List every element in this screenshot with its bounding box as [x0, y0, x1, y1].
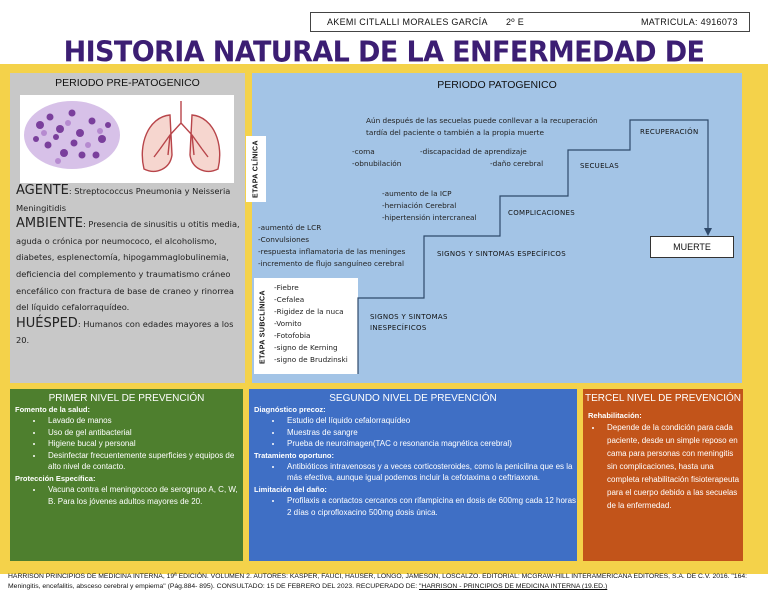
specific-label: SIGNOS Y SINTOMAS ESPECÍFICOS [437, 250, 566, 258]
symptom-item: -respuesta inflamatoria de las meninges [258, 247, 406, 256]
symptom-item: -aumentó de LCR [258, 223, 322, 232]
limitation-label: Limitación del daño: [254, 484, 327, 494]
sequela-item: -coma [352, 147, 375, 156]
pre-pathogenic-text: AGENTE: Streptococcus Pneumonia y Neisse… [16, 183, 242, 349]
treatment-label: Tratamiento oportuno: [254, 450, 334, 460]
second-prevention-panel: SEGUNDO NIVEL DE PREVENCIÓN Diagnóstico … [249, 389, 577, 561]
student-name: AKEMI CITLALLI MORALES GARCÍA [327, 17, 488, 27]
pathogenic-title: PERIODO PATOGENICO [437, 79, 557, 91]
limitation-list: Profilaxis a contactos cercanos con rifa… [283, 495, 577, 518]
environment-label: AMBIENTE [16, 216, 83, 232]
list-item: Uso de gel antibacterial [44, 427, 243, 439]
list-item: Vacuna contra el meningococo de serogrup… [44, 484, 243, 507]
recovery-note: Aún después de las secuelas puede conlle… [366, 115, 598, 139]
health-promo-list: Lavado de manos Uso de gel antibacterial… [44, 415, 243, 473]
third-prevention-title: TERCEL NIVEL DE PREVENCIÓN [585, 393, 741, 404]
environment-text: : Presencia de sinusitis u otitis media,… [16, 219, 240, 313]
agent-label: AGENTE [16, 183, 69, 198]
sequelae-list-left: -coma -obnubilación [352, 146, 401, 170]
first-prevention-title: PRIMER NIVEL DE PREVENCIÓN [48, 393, 205, 404]
list-item: Desinfectar frecuentemente superficies y… [44, 450, 243, 473]
subclinical-stage-label: ETAPA SUBCLÍNICA [259, 290, 267, 364]
list-item: Lavado de manos [44, 415, 243, 427]
student-matricula: MATRICULA: 4916073 [641, 17, 738, 27]
rehab-list: Depende de la condición para cada pacien… [603, 421, 743, 512]
recovery-label: RECUPERACIÓN [640, 128, 699, 136]
nonspecific-symptoms-list: -Fiebre -Cefalea -Rigidez de la nuca -Vo… [274, 282, 348, 366]
symptom-item: -incremento de flujo sanguíneo cerebral [258, 259, 405, 268]
symptom-item: -signo de Kerning [274, 343, 338, 352]
pre-pathogenic-panel: PERIODO PRE-PATOGENICO [10, 73, 245, 383]
rehab-label: Rehabilitación: [588, 411, 642, 420]
symptom-item: -Fiebre [274, 283, 299, 292]
complications-label: COMPLICACIONES [508, 209, 575, 217]
first-prevention-panel: PRIMER NIVEL DE PREVENCIÓN Fomento de la… [10, 389, 243, 561]
symptom-item: -Convulsiones [258, 235, 309, 244]
list-item: Depende de la condición para cada pacien… [603, 421, 743, 512]
diagnosis-label: Diagnóstico precoz: [254, 405, 326, 414]
bacteria-lungs-image [24, 101, 221, 173]
symptom-item: -Rigidez de la nuca [274, 307, 344, 316]
symptom-item: -Vomito [274, 319, 302, 328]
list-item: Antibióticos intravenosos y a veces cort… [283, 461, 577, 484]
second-prevention-title: SEGUNDO NIVEL DE PREVENCIÓN [329, 393, 497, 404]
list-item: Prueba de neuroimagen(TAC o resonancia m… [283, 438, 577, 450]
recovery-note-line: tardía del paciente o también a la propi… [366, 128, 544, 137]
diagnosis-list: Estudio del líquido cefalorraquídeo Mues… [283, 415, 577, 450]
symptom-item: -Cefalea [274, 295, 305, 304]
subclinical-stage-label-box: ETAPA SUBCLÍNICA [254, 282, 272, 372]
specific-protection-label: Protección Específica: [15, 473, 96, 483]
sequelae-label: SECUELAS [580, 162, 619, 170]
symptom-item: -signo de Brudzinski [274, 355, 348, 364]
sequelae-list-right: -discapacidad de aprendizaje -daño cereb… [420, 146, 543, 170]
pre-pathogenic-title: PERIODO PRE-PATOGENICO [55, 77, 200, 89]
health-promo-label: Fomento de la salud: [15, 405, 91, 414]
list-item: Higiene bucal y personal [44, 438, 243, 450]
specific-symptoms-list: -aumentó de LCR -Convulsiones -respuesta… [258, 222, 405, 270]
citation-text: HARRISON PRINCIPIOS DE MEDICINA INTERNA,… [8, 573, 748, 590]
symptom-item: -Fotofobia [274, 331, 311, 340]
complication-item: -hipertensión intercraneal [382, 213, 477, 222]
specific-protection-list: Vacuna contra el meningococo de serogrup… [44, 484, 243, 507]
sequela-item: -obnubilación [352, 159, 402, 168]
complications-list: -aumento de la ICP -herniación Cerebral … [382, 188, 477, 224]
third-prevention-panel: TERCEL NIVEL DE PREVENCIÓN Rehabilitació… [583, 389, 743, 561]
complication-item: -herniación Cerebral [382, 201, 457, 210]
sequela-item: -discapacidad de aprendizaje [420, 147, 527, 156]
sequela-item: -daño cerebral [490, 159, 544, 168]
citation-link[interactable]: "HARRISON - PRINCIPIOS DE MEDICINA INTER… [419, 583, 608, 590]
citation: HARRISON PRINCIPIOS DE MEDICINA INTERNA,… [8, 572, 760, 592]
bacteria-lungs-illustration [20, 95, 234, 183]
list-item: Muestras de sangre [283, 427, 577, 439]
list-item: Estudio del líquido cefalorraquídeo [283, 415, 577, 427]
nonspecific-label: SIGNOS Y SINTOMAS INESPECÍFICOS [370, 313, 448, 332]
host-label: HUÉSPED [16, 315, 78, 331]
agent-text: : Streptococcus Pneumonia y Neisseria Me… [16, 186, 231, 213]
death-box: MUERTE [650, 236, 734, 258]
student-info-bar: AKEMI CITLALLI MORALES GARCÍA 2º E MATRI… [310, 12, 750, 32]
treatment-list: Antibióticos intravenosos y a veces cort… [283, 461, 577, 484]
student-grade: 2º E [506, 17, 524, 27]
list-item: Profilaxis a contactos cercanos con rifa… [283, 495, 577, 518]
clinical-stage-label-box: ETAPA CLÍNICA [246, 136, 266, 202]
clinical-stage-label: ETAPA CLÍNICA [252, 140, 260, 198]
host-text: : Humanos con edades mayores a los 20. [16, 318, 234, 346]
recovery-note-line: Aún después de las secuelas puede conlle… [366, 116, 598, 125]
complication-item: -aumento de la ICP [382, 189, 452, 198]
